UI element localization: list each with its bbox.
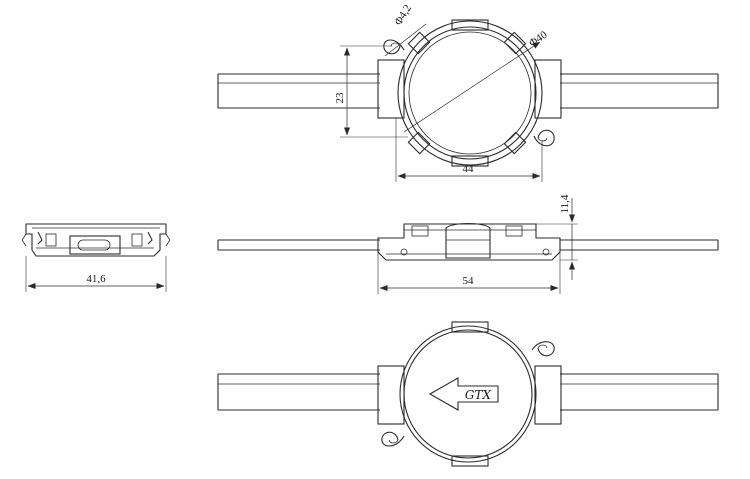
dim-44-label: 44 [463, 163, 475, 175]
dim-23: 23 [334, 45, 408, 138]
bottom-view: GTX [217, 321, 719, 467]
dim-41-6-label: 41,6 [86, 273, 106, 285]
dia-40-label: Φ40 [527, 29, 550, 50]
dim-54-label: 54 [463, 275, 475, 287]
bottom-view-right-clip [534, 365, 562, 425]
logo-arrow: GTX [428, 377, 499, 411]
dim-44: 44 [395, 118, 543, 182]
logo-text: GTX [465, 388, 492, 402]
top-view-hooks [383, 39, 555, 147]
dim-11-4-label: 11,4 [559, 194, 571, 213]
top-view: Φ40 Φ4,2 23 44 [217, 3, 719, 182]
top-view-right-clip [534, 59, 562, 119]
top-view-cable [217, 73, 719, 109]
end-view: 41,6 [21, 223, 171, 292]
front-view: 11,4 54 [217, 194, 719, 294]
hole-dia-label: Φ4,2 [392, 3, 414, 28]
dia-40-line [403, 41, 541, 133]
dim-23-label: 23 [334, 92, 346, 104]
hole-dia-line [384, 23, 427, 57]
top-view-body [397, 19, 543, 167]
